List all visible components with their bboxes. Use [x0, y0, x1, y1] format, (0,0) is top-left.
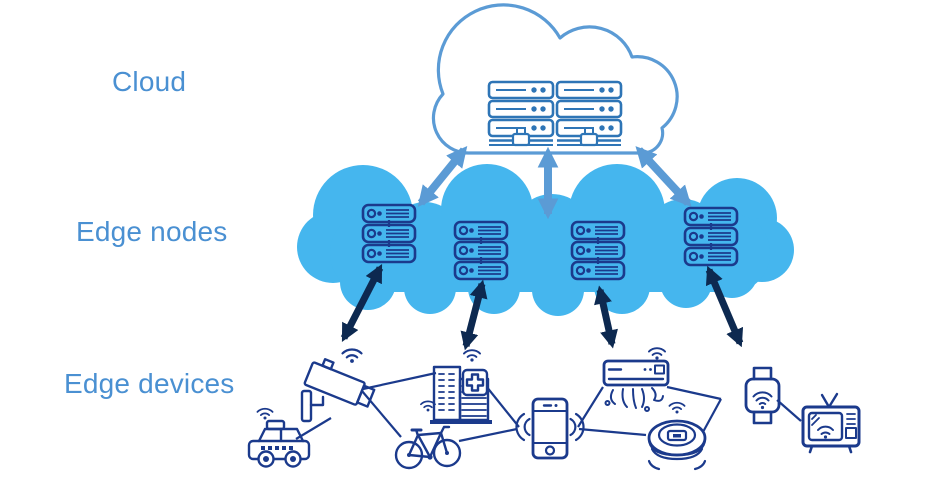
edge-device-arrow-4	[705, 265, 744, 348]
edge-device-arrows	[340, 263, 744, 351]
edge-device-arrow-3	[594, 285, 618, 349]
cloud-edge-arrows	[417, 145, 692, 220]
connected-car-icon	[247, 407, 311, 468]
wifi-icon	[256, 407, 274, 421]
smart-tv-icon	[801, 392, 861, 454]
bicycle-icon	[394, 400, 462, 470]
device-network-links	[295, 371, 802, 443]
wifi-icon	[668, 401, 686, 415]
cloud-label: Cloud	[112, 66, 187, 97]
smartphone-icon	[515, 397, 585, 460]
wifi-icon	[341, 348, 363, 365]
edge-devices-label: Edge devices	[64, 368, 235, 399]
edge-nodes-label: Edge nodes	[76, 216, 228, 247]
robot-vacuum-icon	[647, 401, 707, 471]
iot-module-icon	[744, 366, 781, 425]
wifi-icon	[462, 349, 482, 363]
cctv-camera-icon	[300, 348, 376, 423]
edge-device-arrow-2	[460, 279, 488, 351]
wifi-icon	[647, 347, 667, 361]
cloud-edge-arrow-left	[417, 145, 468, 208]
cloud-outline	[431, 3, 679, 155]
cloud-edge-arrow-right	[635, 146, 692, 207]
edge-device-arrow-1	[340, 263, 384, 343]
air-conditioner-icon	[602, 347, 670, 412]
hospital-icon	[430, 349, 492, 424]
